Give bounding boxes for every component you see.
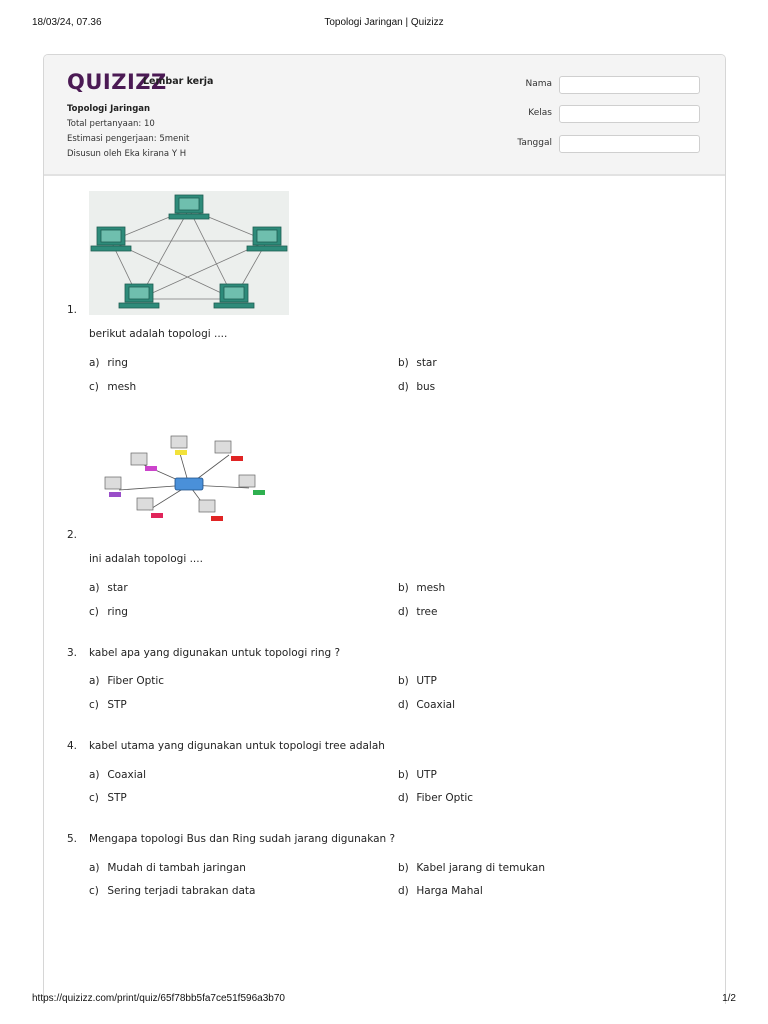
computer-icon [90,194,288,309]
option-b[interactable]: b) Kabel jarang di temukan [398,862,545,874]
option-d[interactable]: d) Fiber Optic [398,792,474,804]
option-c[interactable]: c) STP [89,699,127,711]
option-a[interactable]: a) Coaxial [89,769,147,781]
hub-icon [174,477,204,491]
name-input[interactable] [559,76,700,94]
question-text: ini adalah topologi .... [89,553,203,565]
quiz-info: Topologi Jaringan Total pertanyaan: 10 E… [67,102,189,162]
question-number: 3. [67,647,78,659]
date-input[interactable] [559,135,700,153]
option-a[interactable]: a) Fiber Optic [89,675,165,687]
option-d[interactable]: d) bus [398,381,436,393]
option-b[interactable]: b) UTP [398,769,437,781]
star-topology-diagram [89,420,289,540]
date-label: Tanggal [517,138,552,148]
worksheet-label: Lembar kerja [143,76,214,87]
option-d[interactable]: d) Coaxial [398,699,456,711]
print-header: 18/03/24, 07.36 Topologi Jaringan | Quiz… [32,17,736,31]
option-b[interactable]: b) mesh [398,582,446,594]
question-number: 5. [67,833,78,845]
total-questions: Total pertanyaan: 10 [67,119,155,129]
quizizz-logo: QUIZIZZ [67,70,167,94]
question-text: kabel apa yang digunakan untuk topologi … [89,647,341,659]
option-a[interactable]: a) ring [89,357,128,369]
option-b[interactable]: b) UTP [398,675,437,687]
print-footer: https://quizizz.com/print/quiz/65f78bb5f… [32,993,736,1007]
name-field-row: Nama [500,76,700,94]
question-text: kabel utama yang digunakan untuk topolog… [89,740,385,752]
option-c[interactable]: c) mesh [89,381,137,393]
option-a[interactable]: a) Mudah di tambah jaringan [89,862,246,874]
time-estimate: Estimasi pengerjaan: 5menit [67,134,190,144]
star-topology-image [89,420,289,544]
class-label: Kelas [528,108,552,118]
question-number: 4. [67,740,78,752]
class-input[interactable] [559,105,700,123]
question-text: berikut adalah topologi .... [89,328,228,340]
class-field-row: Kelas [500,105,700,123]
mesh-topology-image [89,191,289,319]
name-label: Nama [525,79,552,89]
page-number: 1/2 [722,993,736,1004]
option-d[interactable]: d) Harga Mahal [398,885,483,897]
option-c[interactable]: c) ring [89,606,128,618]
question-number: 2. [67,529,78,541]
mesh-topology-diagram [89,191,289,315]
worksheet: QUIZIZZ Lembar kerja Topologi Jaringan T… [43,54,726,1004]
date-field-row: Tanggal [500,135,700,153]
option-d[interactable]: d) tree [398,606,438,618]
option-c[interactable]: c) STP [89,792,127,804]
computer-icon [104,435,256,513]
quiz-author: Disusun oleh Eka kirana Y H [67,149,187,159]
option-b[interactable]: b) star [398,357,437,369]
option-a[interactable]: a) star [89,582,128,594]
print-page-title: Topologi Jaringan | Quizizz [324,17,444,28]
print-url[interactable]: https://quizizz.com/print/quiz/65f78bb5f… [32,993,285,1004]
print-datetime: 18/03/24, 07.36 [32,17,102,28]
quiz-title: Topologi Jaringan [67,104,151,114]
option-c[interactable]: c) Sering terjadi tabrakan data [89,885,256,897]
question-text: Mengapa topologi Bus dan Ring sudah jara… [89,833,396,845]
worksheet-header: QUIZIZZ Lembar kerja Topologi Jaringan T… [44,55,725,176]
question-number: 1. [67,304,78,316]
